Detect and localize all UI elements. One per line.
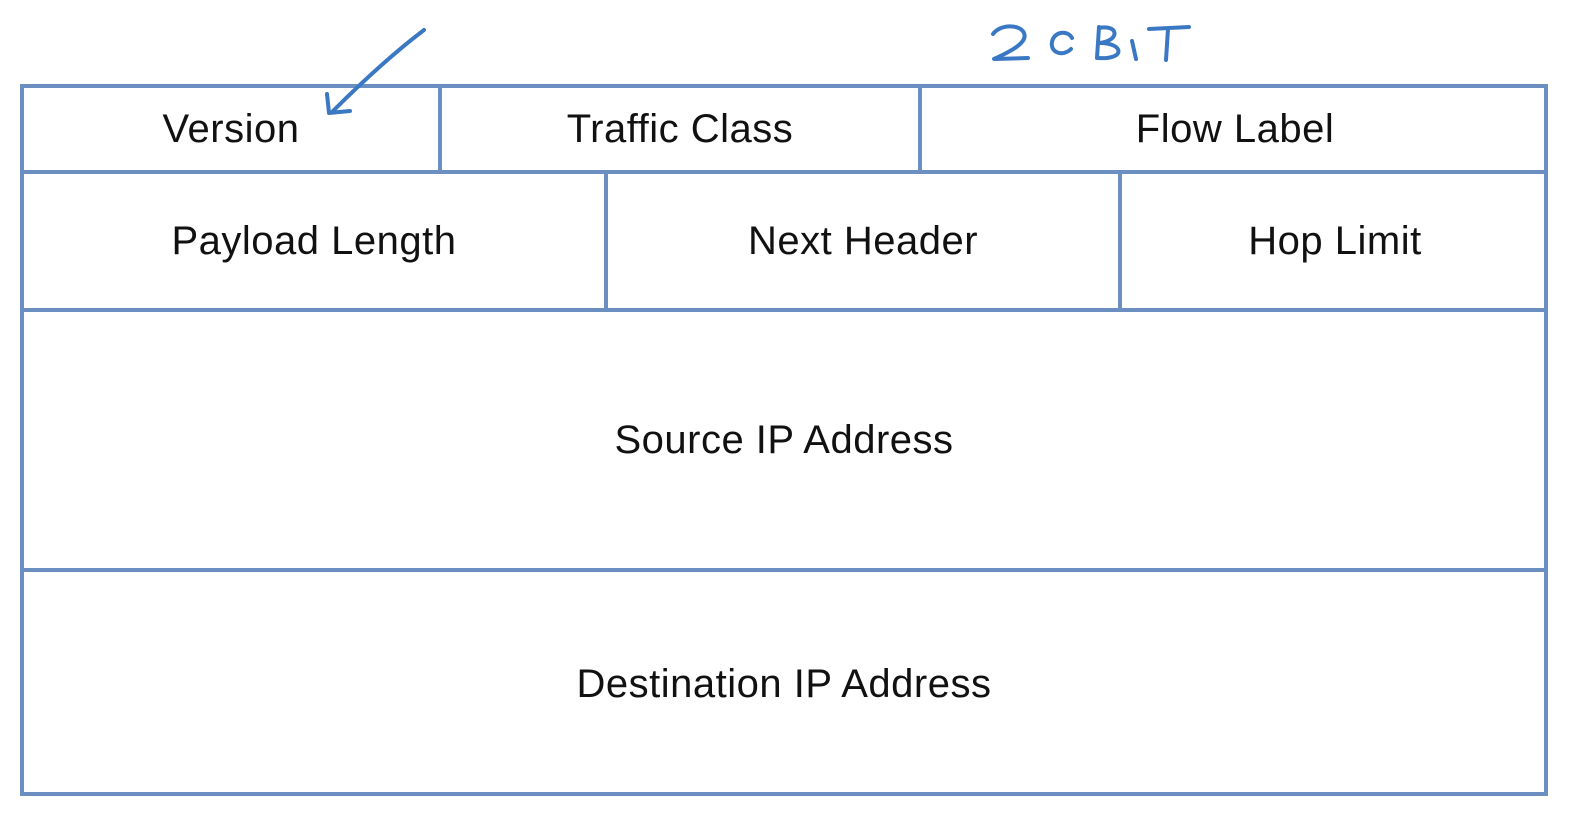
field-divider — [918, 88, 922, 170]
field-divider — [1118, 174, 1122, 308]
header-row-3: Source IP Address — [24, 312, 1544, 572]
destination-ip-address-field: Destination IP Address — [576, 661, 992, 706]
flow-label-field: Flow Label — [1135, 106, 1335, 151]
header-row-2: Payload Length Next Header Hop Limit — [24, 174, 1544, 312]
field-divider — [604, 174, 608, 308]
ipv6-header-diagram: Version Traffic Class Flow Label Payload… — [20, 84, 1548, 796]
header-row-1: Version Traffic Class Flow Label — [24, 88, 1544, 174]
traffic-class-field: Traffic Class — [566, 106, 794, 151]
field-divider — [438, 88, 442, 170]
payload-length-field: Payload Length — [171, 218, 457, 263]
source-ip-address-field: Source IP Address — [614, 417, 954, 462]
next-header-field: Next Header — [747, 218, 979, 263]
hop-limit-field: Hop Limit — [1248, 218, 1422, 263]
handwritten-20bit-icon — [991, 24, 1191, 62]
version-field: Version — [162, 106, 300, 151]
header-row-4: Destination IP Address — [24, 572, 1544, 796]
